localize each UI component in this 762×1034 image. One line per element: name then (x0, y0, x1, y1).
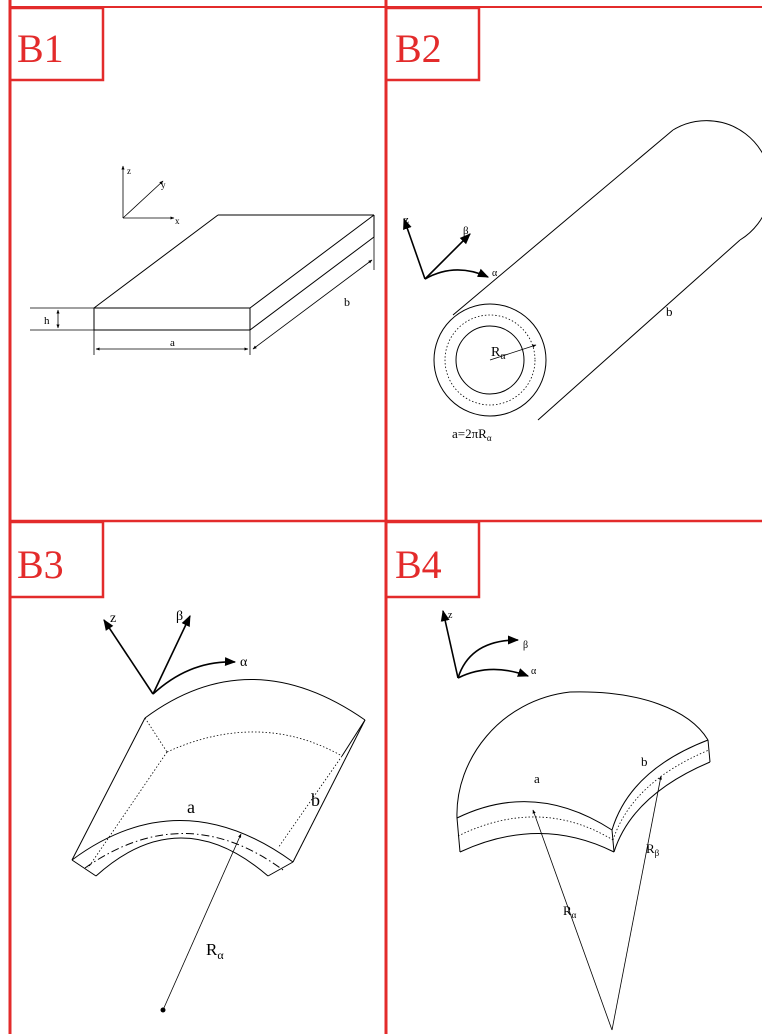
b2-circumference: a=2πRα (452, 426, 492, 443)
b4-axes (440, 609, 530, 679)
b4-axis-z: z (448, 610, 453, 621)
b1-axis-z: z (127, 166, 131, 176)
b4-axis-alpha: α (531, 666, 537, 677)
b3-axes (103, 614, 237, 695)
b2-radius: Rα (491, 345, 506, 362)
panel-b1: z y x h a b (30, 165, 375, 355)
b1-dim-a: a (170, 337, 175, 349)
b4-axis-beta: β (523, 640, 528, 651)
b1-axes (121, 165, 175, 220)
panel-label-b3: B3 (17, 542, 64, 587)
panel-label-b2: B2 (395, 26, 442, 71)
b4-dim-a: a (534, 771, 540, 786)
b3-dim-a: a (187, 797, 195, 817)
panel-b4: z β α a b Rα Rβ (440, 609, 711, 1031)
panel-label-b1: B1 (17, 26, 64, 71)
b4-radius-beta: Rβ (646, 841, 660, 858)
b3-axis-beta: β (176, 609, 183, 624)
b3-axis-z: z (110, 611, 116, 626)
b4-shell (456, 691, 711, 1031)
panel-label-b4: B4 (395, 542, 442, 587)
panel-b3: z β α a b Rα (71, 609, 366, 1013)
b1-plate (93, 214, 375, 331)
panel-b2: z β α b Rα a=2πRα (403, 120, 762, 443)
b3-dim-b: b (311, 790, 320, 810)
b1-dim-h: h (44, 315, 50, 327)
b2-cylinder (433, 120, 762, 421)
b2-axis-beta: β (463, 225, 469, 237)
b4-dim-b: b (641, 754, 648, 769)
b3-radius: Rα (206, 940, 224, 962)
panel-frames (8, 0, 762, 1034)
b1-dim-b: b (344, 295, 350, 309)
b3-axis-alpha: α (240, 655, 248, 670)
b3-shell (71, 679, 366, 1013)
b1-axis-y: y (161, 180, 166, 190)
b2-axis-alpha: α (492, 268, 498, 279)
b4-radius-alpha: Rα (563, 903, 577, 920)
b1-axis-x: x (175, 216, 180, 226)
b2-dim-b: b (666, 304, 673, 319)
b2-axis-z: z (404, 214, 409, 226)
b2-axes (403, 217, 490, 280)
b1-dimensions (30, 237, 375, 355)
